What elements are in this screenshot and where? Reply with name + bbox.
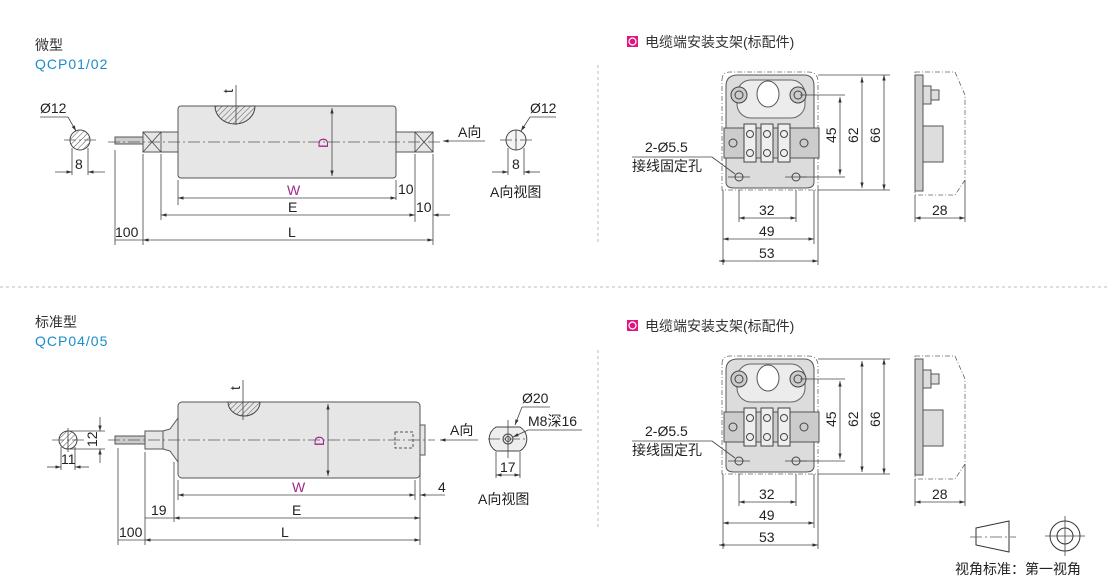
- dim-t: t: [220, 89, 236, 93]
- dim-66: 66: [867, 127, 883, 143]
- standard-title: 标准型: [35, 314, 77, 330]
- dim-62: 62: [845, 127, 861, 143]
- a-direction-label: A向: [450, 422, 473, 438]
- a-direction-label: A向: [458, 124, 481, 140]
- dim-W: W: [292, 479, 306, 495]
- right-flat-label: 8: [512, 156, 520, 172]
- dim-E: E: [288, 199, 297, 215]
- micro-model: QCP01/02: [35, 56, 108, 72]
- thread-label: M8深16: [528, 413, 577, 429]
- dim-4: 4: [438, 479, 446, 495]
- dim-D: D: [311, 436, 327, 446]
- dim-10-b: 10: [416, 199, 432, 215]
- first-angle-projection-symbol: 视角标准：第一视角: [955, 516, 1085, 577]
- dim-45: 45: [823, 411, 839, 427]
- dim-D: D: [315, 138, 331, 148]
- right-dia-label: Ø20: [522, 390, 549, 406]
- projection-label: 视角标准：第一视角: [955, 561, 1081, 577]
- left-shaft-section: 12 11: [47, 417, 105, 470]
- bracket-title: 电缆端安装支架(标配件): [645, 318, 794, 334]
- left-dia-label: Ø12: [40, 100, 67, 116]
- micro-roller-drawing: 微型 QCP01/02 Ø12 8 t D W 10: [35, 37, 557, 245]
- dim-32: 32: [759, 202, 775, 218]
- bullet-icon: [627, 36, 638, 47]
- cable-stub: [114, 136, 144, 145]
- bullet-icon: [627, 320, 638, 331]
- dim-62: 62: [845, 411, 861, 427]
- dim-32: 32: [759, 486, 775, 502]
- dim-L: L: [281, 524, 289, 540]
- dim-100: 100: [115, 224, 139, 240]
- left-flat-label: 8: [75, 156, 83, 172]
- dim-45: 45: [823, 127, 839, 143]
- dim-28: 28: [932, 202, 948, 218]
- left-shaft-section: Ø12 8: [40, 100, 105, 175]
- a-view: Ø12 8 A向视图: [490, 100, 557, 200]
- dim-W: W: [287, 182, 301, 198]
- bracket-drawing-standard: 电缆端安装支架(标配件) 2-Ø5.5 接线固定孔 45 62 66 32 49…: [627, 318, 966, 549]
- hole-spec-label: 2-Ø5.5: [645, 139, 688, 155]
- dim-19: 19: [151, 502, 167, 518]
- a-view-label: A向视图: [478, 491, 529, 507]
- dim-10-a: 10: [398, 181, 414, 197]
- dim-t: t: [227, 386, 243, 390]
- bracket-drawing-micro: 电缆端安装支架(标配件) 2-Ø5.5 接线固定孔 45 62 66 32 49: [627, 34, 966, 265]
- dim-66: 66: [867, 411, 883, 427]
- dim-53: 53: [759, 245, 775, 261]
- a-view-label: A向视图: [490, 184, 541, 200]
- micro-title: 微型: [35, 37, 63, 53]
- dim-49: 49: [759, 223, 775, 239]
- dim-53: 53: [759, 529, 775, 545]
- hole-desc-label: 接线固定孔: [632, 158, 702, 174]
- bracket-title: 电缆端安装支架(标配件): [645, 34, 794, 50]
- right-flat-label: 17: [500, 459, 516, 475]
- dim-100: 100: [119, 524, 143, 540]
- left-height-label: 12: [84, 431, 100, 447]
- dim-E: E: [292, 502, 301, 518]
- right-dia-label: Ø12: [530, 100, 557, 116]
- standard-model: QCP04/05: [35, 333, 108, 349]
- a-view: Ø20 M8深16 17 A向视图: [478, 390, 582, 507]
- left-width-label: 11: [61, 451, 76, 467]
- hole-desc-label: 接线固定孔: [632, 442, 702, 458]
- dim-28: 28: [932, 486, 948, 502]
- dim-L: L: [288, 224, 296, 240]
- standard-roller-drawing: 标准型 QCP04/05 12 11 t D W 4: [35, 314, 582, 545]
- dim-49: 49: [759, 507, 775, 523]
- hole-spec-label: 2-Ø5.5: [645, 423, 688, 439]
